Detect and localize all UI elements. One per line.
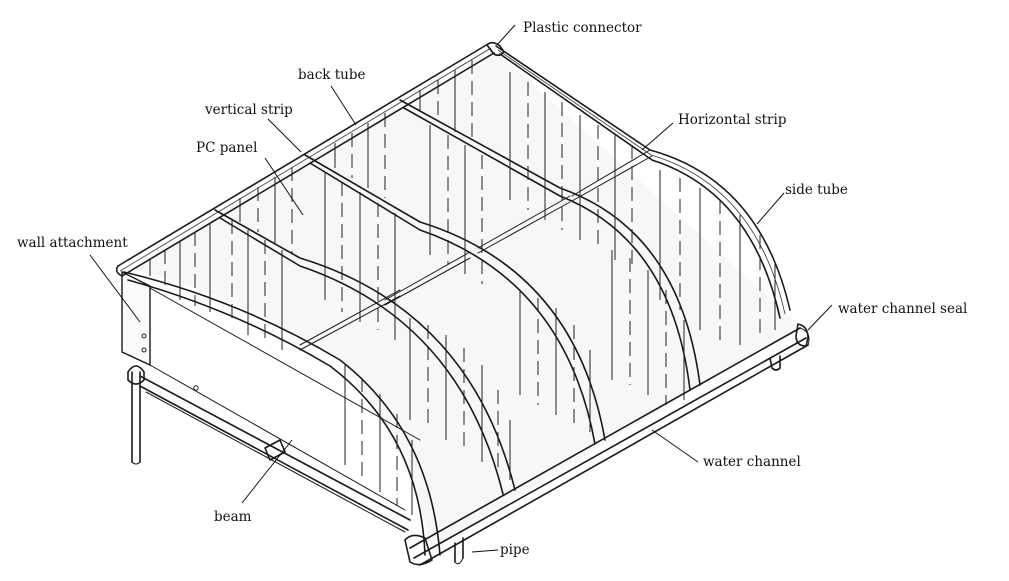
front-vertical-strips bbox=[344, 250, 685, 515]
horizontal-strips bbox=[299, 149, 653, 351]
label-horizontal-strip: Horizontal strip bbox=[678, 112, 786, 128]
pc-panel-surfaces bbox=[130, 48, 800, 550]
front-corner bbox=[404, 355, 781, 566]
labels: Plastic connector back tube vertical str… bbox=[17, 20, 967, 558]
back-tube bbox=[115, 43, 495, 277]
pipe bbox=[454, 537, 464, 565]
vertical-strips bbox=[149, 60, 776, 350]
side-tube-right bbox=[495, 45, 791, 319]
label-back-tube: back tube bbox=[298, 67, 365, 83]
label-water-channel-seal: water channel seal bbox=[838, 301, 967, 317]
label-vertical-strip: vertical strip bbox=[204, 102, 293, 118]
label-water-channel: water channel bbox=[703, 454, 801, 470]
wall-attachment bbox=[121, 270, 421, 511]
label-pipe: pipe bbox=[500, 542, 530, 558]
label-plastic-connector: Plastic connector bbox=[523, 20, 642, 36]
beam bbox=[139, 375, 411, 533]
arch-ribs bbox=[123, 99, 701, 556]
label-beam: beam bbox=[214, 509, 252, 525]
leader-lines bbox=[89, 24, 833, 553]
water-channel bbox=[409, 327, 810, 566]
label-wall-attachment: wall attachment bbox=[17, 235, 128, 251]
water-channel-seal bbox=[795, 323, 809, 347]
label-side-tube: side tube bbox=[785, 182, 848, 198]
label-pc-panel: PC panel bbox=[196, 140, 257, 156]
